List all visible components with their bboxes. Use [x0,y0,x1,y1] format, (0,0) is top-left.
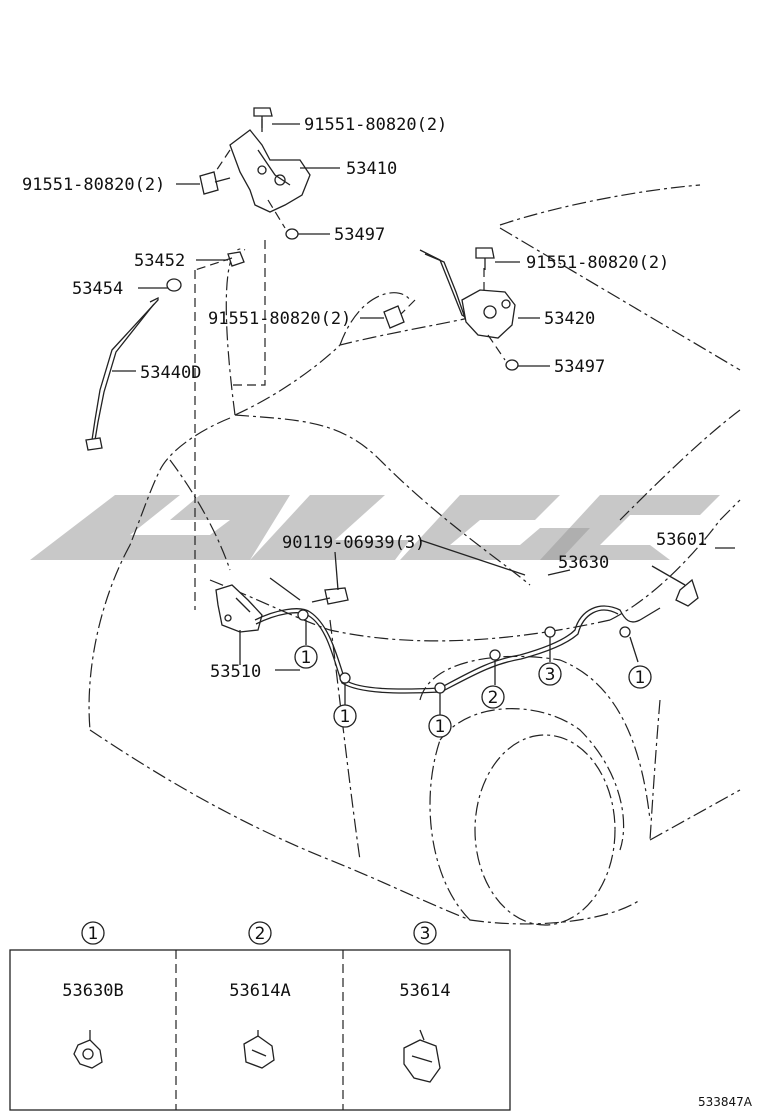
hood-hinge-left [209,112,311,229]
bolt-icon [199,171,231,195]
figure-id: 533847A [698,1095,753,1109]
cushion-icon [505,359,519,371]
svg-text:2: 2 [488,688,499,708]
hood-hinge-right [399,249,516,361]
leader-lines [112,123,735,715]
label-bolt-top: 91551-80820(2) [304,115,447,135]
svg-text:3: 3 [545,665,556,685]
legend-part-53614: 53614 [399,981,450,1001]
clamp-icon [243,1030,275,1069]
svg-text:2: 2 [255,924,266,944]
label-stay-rod: 53440D [140,363,201,383]
callout-3: 3 [538,662,562,686]
bolt-icon [383,305,405,329]
vehicle-outline [88,184,741,926]
legend-table: 1 53630B 2 53614A 3 53614 [9,921,511,1111]
clamp-icon [73,1030,103,1069]
hood-lock-assembly [215,577,349,633]
svg-text:1: 1 [635,668,646,688]
svg-text:1: 1 [340,707,351,727]
cushion-icon [285,228,299,240]
label-hinge-left: 53410 [346,159,397,179]
label-cable-53630: 53630 [558,553,609,573]
callout-1-lock: 1 [294,645,318,669]
legend-part-53614A: 53614A [229,981,290,1001]
legend-cell-2: 2 53614A [229,921,291,1069]
clamp-icon [403,1029,441,1083]
svg-text:1: 1 [301,648,312,668]
label-lever-53601: 53601 [656,530,707,550]
legend-cell-3: 3 53614 [399,921,451,1083]
watermark-logo [30,495,720,560]
label-grommet-53454: 53454 [72,279,123,299]
callout-1-right: 1 [628,665,652,689]
callout-1-left: 1 [333,704,357,728]
svg-text:1: 1 [435,717,446,737]
bolt-icon [253,107,273,132]
bolt-icon [475,247,495,270]
cable-clamp-points [297,609,631,694]
callout-1-mid: 1 [428,714,452,738]
label-clip-53452: 53452 [134,251,185,271]
label-screw-90119: 90119-06939(3) [282,533,425,553]
svg-text:3: 3 [420,924,431,944]
callout-2: 2 [481,685,505,709]
label-lock-53510: 53510 [210,662,261,682]
label-cushion-right: 53497 [554,357,605,377]
label-bolt-right: 91551-80820(2) [526,253,669,273]
legend-part-53630B: 53630B [62,981,123,1001]
hood-stay-assembly [85,240,266,610]
svg-text:1: 1 [88,924,99,944]
label-cushion-left: 53497 [334,225,385,245]
legend-cell-1: 1 53630B [62,921,124,1069]
label-bolt-left: 91551-80820(2) [22,175,165,195]
label-bolt-mid: 91551-80820(2) [208,309,351,329]
label-hinge-right: 53420 [544,309,595,329]
